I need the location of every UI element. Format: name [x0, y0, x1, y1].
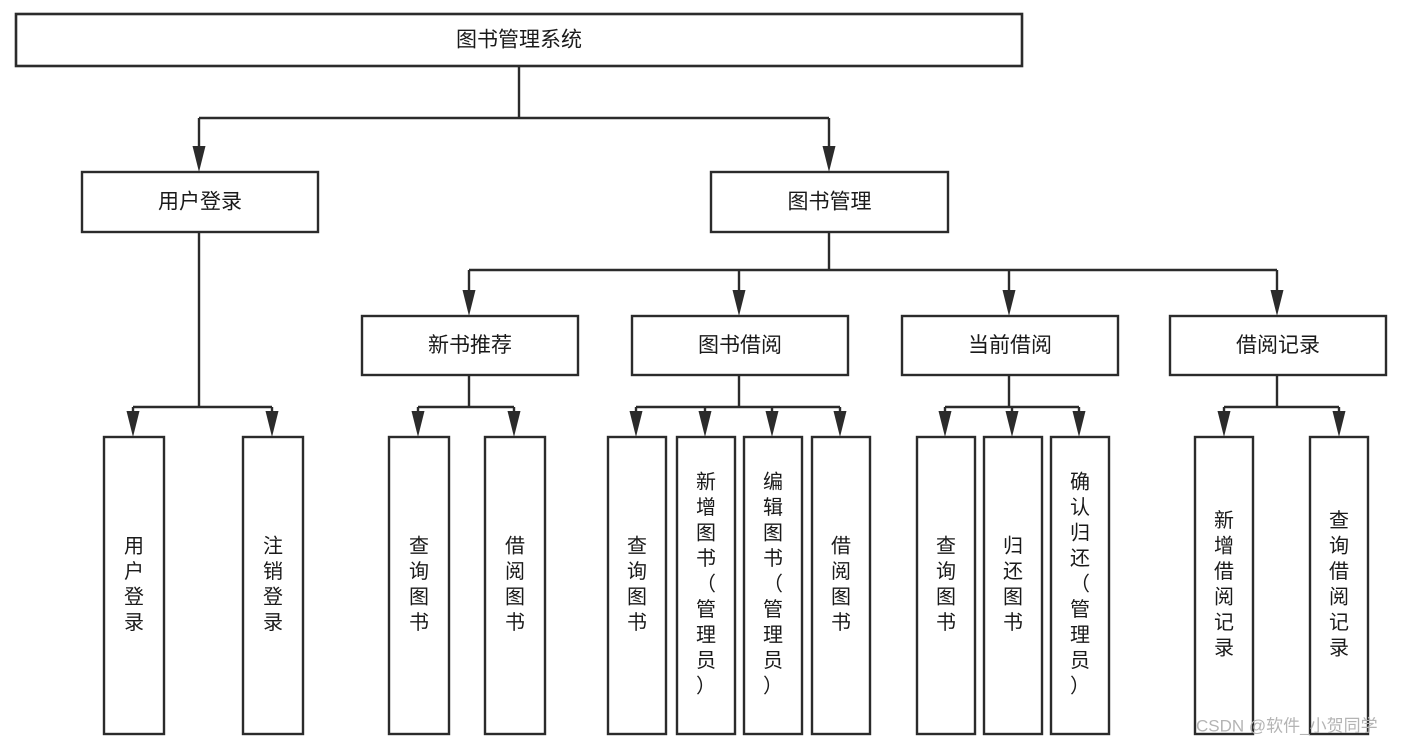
node-leaf[interactable]: 确认归还（管理员） — [1049, 435, 1111, 736]
node-layer: 图书管理系统用户登录图书管理新书推荐图书借阅当前借阅借阅记录用户登录注销登录查询… — [14, 12, 1388, 736]
arrow-head-icon — [938, 411, 952, 437]
arrow-head-icon — [629, 411, 643, 437]
node-label: 新增借阅记录 — [1214, 509, 1234, 660]
node-box[interactable] — [810, 435, 872, 736]
node-box[interactable] — [483, 435, 547, 736]
node-level3[interactable]: 当前借阅 — [900, 314, 1120, 377]
arrow-head-icon — [265, 411, 279, 437]
node-label: 查询图书 — [409, 535, 429, 635]
node-label: 图书管理 — [788, 191, 872, 214]
arrow-head-icon — [1332, 411, 1346, 437]
node-label: 用户登录 — [124, 536, 144, 635]
node-level2[interactable]: 图书管理 — [709, 170, 950, 234]
node-leaf[interactable]: 借阅图书 — [810, 435, 872, 736]
connector-layer — [126, 66, 1346, 437]
connector-group — [411, 375, 521, 437]
node-box[interactable] — [387, 435, 451, 736]
node-box[interactable] — [742, 435, 804, 736]
node-root[interactable]: 图书管理系统 — [14, 12, 1024, 68]
node-label: 当前借阅 — [968, 334, 1052, 357]
node-box[interactable] — [14, 12, 1024, 68]
arrow-head-icon — [732, 290, 746, 316]
node-box[interactable] — [1308, 435, 1370, 736]
node-label: 归还图书 — [1003, 535, 1023, 635]
arrow-head-icon — [1005, 411, 1019, 437]
node-leaf[interactable]: 用户登录 — [102, 435, 166, 736]
node-label: 查询图书 — [627, 535, 647, 635]
node-leaf[interactable]: 归还图书 — [982, 435, 1044, 736]
node-leaf[interactable]: 新增图书（管理员） — [675, 435, 737, 736]
node-label: 图书借阅 — [698, 334, 782, 357]
node-label: 查询图书 — [936, 535, 956, 635]
arrow-head-icon — [462, 290, 476, 316]
connector-group — [1217, 375, 1346, 437]
node-label: 借阅图书 — [831, 535, 851, 635]
node-leaf[interactable]: 新增借阅记录 — [1193, 435, 1255, 736]
node-box[interactable] — [1193, 435, 1255, 736]
connector-group — [462, 232, 1284, 316]
node-box[interactable] — [900, 314, 1120, 377]
node-level3[interactable]: 新书推荐 — [360, 314, 580, 377]
node-box[interactable] — [982, 435, 1044, 736]
node-label: 注销登录 — [263, 535, 283, 635]
arrow-head-icon — [833, 411, 847, 437]
node-label: 借阅图书 — [505, 535, 525, 635]
node-leaf[interactable]: 查询图书 — [387, 435, 451, 736]
node-level2[interactable]: 用户登录 — [80, 170, 320, 234]
node-box[interactable] — [241, 435, 305, 736]
connector-group — [126, 232, 279, 437]
node-label: 确认归还（管理员） — [1070, 471, 1090, 698]
node-leaf[interactable]: 查询图书 — [915, 435, 977, 736]
node-box[interactable] — [630, 314, 850, 377]
node-leaf[interactable]: 查询图书 — [606, 435, 668, 736]
node-label: 用户登录 — [158, 191, 242, 214]
node-box[interactable] — [606, 435, 668, 736]
node-box[interactable] — [675, 435, 737, 736]
arrow-head-icon — [698, 411, 712, 437]
node-label: 新增图书（管理员） — [696, 471, 716, 698]
arrow-head-icon — [1002, 290, 1016, 316]
arrow-head-icon — [126, 411, 140, 437]
arrow-head-icon — [192, 146, 206, 172]
node-box[interactable] — [709, 170, 950, 234]
node-leaf[interactable]: 查询借阅记录 — [1308, 435, 1370, 736]
watermark-label: CSDN @软件_小贺同学 — [1196, 716, 1378, 735]
node-label: 新书推荐 — [428, 334, 512, 357]
connector-group — [629, 375, 847, 437]
node-box[interactable] — [80, 170, 320, 234]
arrow-head-icon — [822, 146, 836, 172]
arrow-head-icon — [765, 411, 779, 437]
connector-group — [192, 66, 836, 172]
arrow-head-icon — [411, 411, 425, 437]
node-label: 查询借阅记录 — [1329, 509, 1349, 660]
arrow-head-icon — [1270, 290, 1284, 316]
connector-group — [938, 375, 1086, 437]
node-box[interactable] — [360, 314, 580, 377]
node-box[interactable] — [1168, 314, 1388, 377]
node-label: 编辑图书（管理员） — [763, 471, 783, 698]
node-leaf[interactable]: 借阅图书 — [483, 435, 547, 736]
node-box[interactable] — [915, 435, 977, 736]
node-box[interactable] — [102, 435, 166, 736]
arrow-head-icon — [1072, 411, 1086, 437]
arrow-head-icon — [1217, 411, 1231, 437]
node-leaf[interactable]: 编辑图书（管理员） — [742, 435, 804, 736]
arrow-head-icon — [507, 411, 521, 437]
node-box[interactable] — [1049, 435, 1111, 736]
node-level3[interactable]: 图书借阅 — [630, 314, 850, 377]
node-level3[interactable]: 借阅记录 — [1168, 314, 1388, 377]
node-leaf[interactable]: 注销登录 — [241, 435, 305, 736]
node-label: 图书管理系统 — [456, 29, 582, 52]
node-label: 借阅记录 — [1236, 334, 1320, 357]
